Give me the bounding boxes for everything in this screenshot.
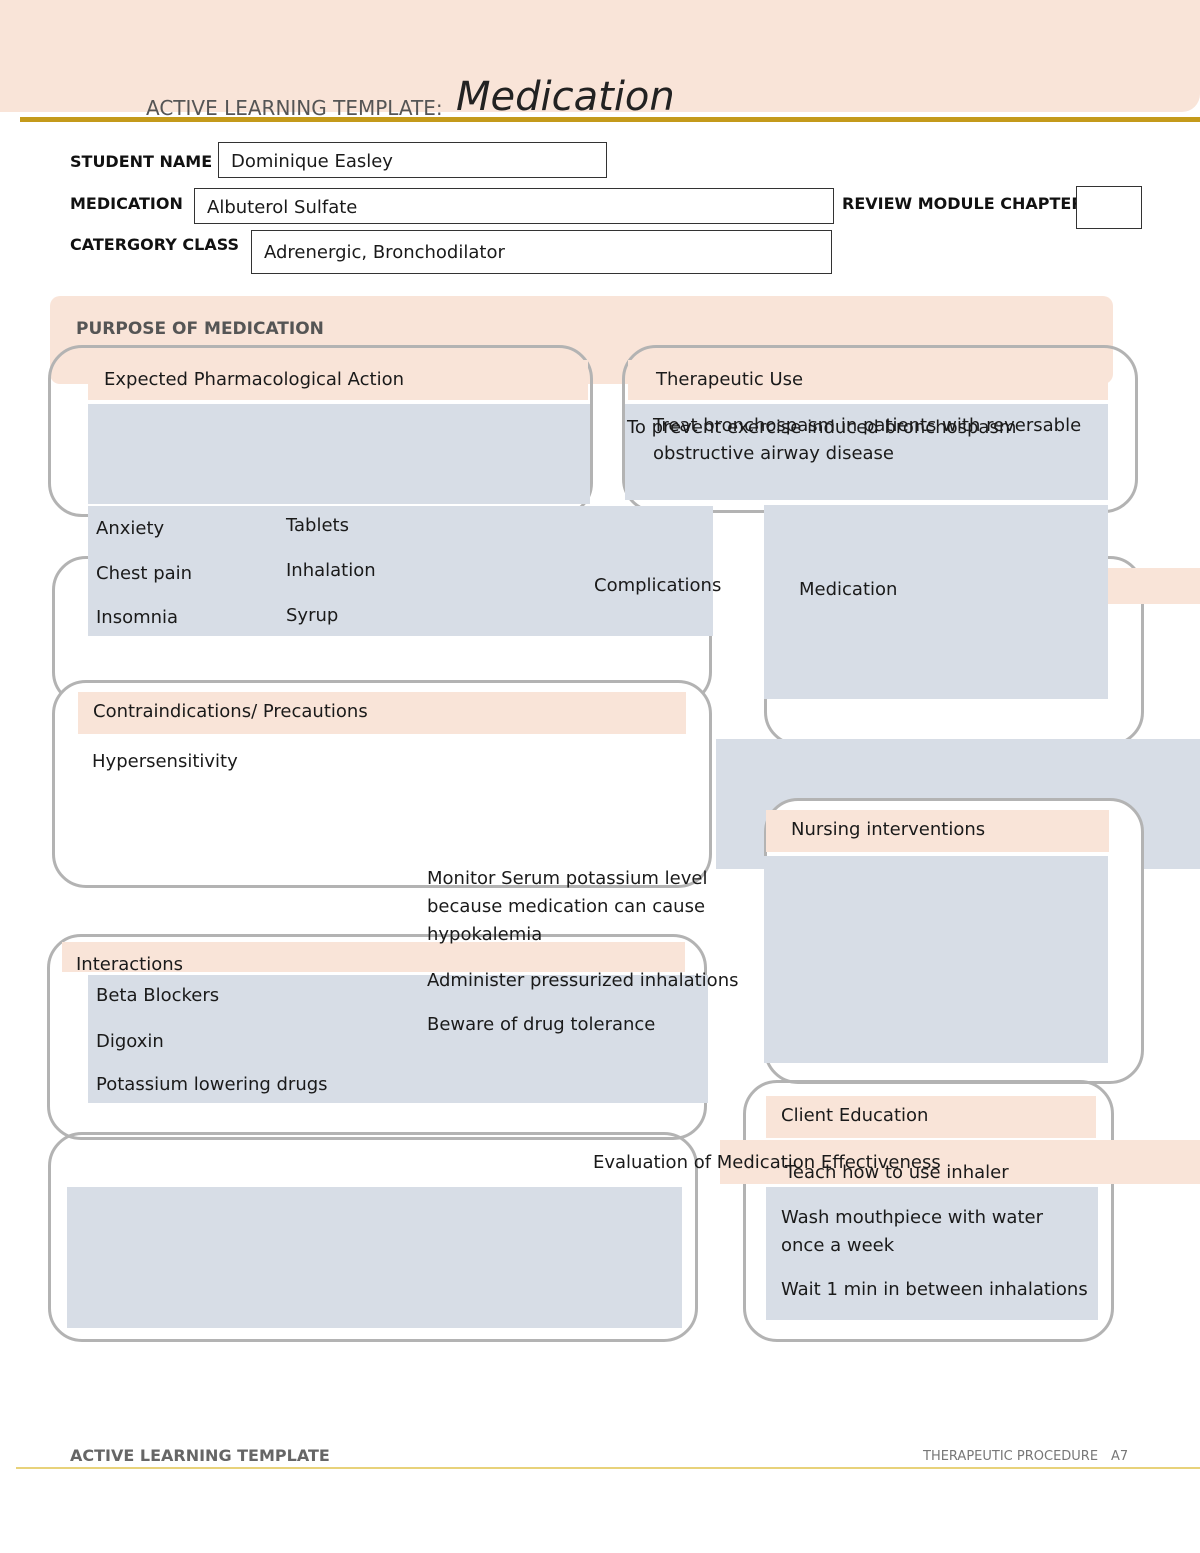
expected-action-content[interactable] [88, 404, 590, 504]
header-template-type: Medication [456, 74, 675, 120]
medication-field[interactable]: Albuterol Sulfate [194, 188, 834, 224]
therapeutic-use-content[interactable] [625, 404, 1108, 500]
interaction-item: Potassium lowering drugs [96, 1074, 328, 1095]
evaluation-label: Evaluation of Medication Effectiveness [593, 1152, 941, 1173]
medication-label: MEDICATION [70, 194, 183, 213]
medication-admin-stripe [1107, 568, 1200, 604]
client-education-line-3: once a week [781, 1235, 895, 1256]
student-name-field[interactable]: Dominique Easley [218, 142, 607, 178]
purpose-title: PURPOSE OF MEDICATION [76, 319, 324, 339]
complications-label: Complications [594, 575, 722, 596]
form-item: Inhalation [286, 560, 376, 581]
category-class-field[interactable]: Adrenergic, Bronchodilator [251, 230, 832, 274]
therapeutic-line-2: obstructive airway disease [653, 443, 895, 464]
therapeutic-line-1a: To prevent exercise induced bronchospasm [627, 417, 1017, 438]
side-effect-item: Insomnia [96, 607, 179, 628]
category-class-label: CATERGORY CLASS [70, 235, 240, 254]
nursing-interventions-header: Nursing interventions [766, 810, 1109, 852]
interactions-header [62, 942, 685, 972]
client-education-panel[interactable] [766, 1187, 1098, 1320]
evaluation-box [48, 1132, 698, 1342]
client-education-box [743, 1080, 1114, 1342]
contraindication-item: Hypersensitivity [92, 751, 238, 772]
footer-rule [16, 1467, 1200, 1469]
interactions-label: Interactions [76, 954, 184, 975]
evaluation-header-stripe [720, 1140, 1200, 1184]
nursing-line-4: Administer pressurized inhalations [427, 970, 739, 991]
side-effect-item: Chest pain [96, 563, 193, 584]
header-template-label: ACTIVE LEARNING TEMPLATE: [146, 96, 443, 120]
evaluation-panel[interactable] [67, 1187, 682, 1328]
client-education-header: Client Education [766, 1096, 1096, 1138]
interaction-item: Beta Blockers [96, 985, 220, 1006]
footer-template-label: ACTIVE LEARNING TEMPLATE [70, 1446, 330, 1465]
nursing-line-3: hypokalemia [427, 924, 543, 945]
nursing-line-1: Monitor Serum potassium level [427, 868, 708, 889]
client-education-line-1: Teach how to use inhaler [785, 1162, 1009, 1183]
nursing-line-2: because medication can cause [427, 896, 706, 917]
interaction-item: Digoxin [96, 1031, 164, 1052]
interactions-panel[interactable] [88, 975, 708, 1103]
footer-page-number: A7 [1111, 1449, 1129, 1464]
client-education-line-4: Wait 1 min in between inhalations [781, 1279, 1088, 1300]
nursing-line-5: Beware of drug tolerance [427, 1014, 656, 1035]
therapeutic-use-header: Therapeutic Use [628, 360, 1108, 400]
form-item: Tablets [286, 515, 349, 536]
header-rule [20, 117, 1200, 122]
top-banner [0, 0, 1200, 112]
review-module-field[interactable] [1076, 186, 1142, 229]
contraindications-header: Contraindications/ Precautions [78, 692, 686, 734]
expected-action-header: Expected Pharmacological Action [88, 360, 588, 400]
form-item: Syrup [286, 605, 339, 626]
student-name-label: STUDENT NAME [70, 152, 213, 171]
medication-admin-label: Medication [799, 579, 898, 600]
therapeutic-line-1b: Treat bronchospasm in patients with reve… [653, 415, 1082, 436]
side-effect-item: Anxiety [96, 518, 165, 539]
client-education-line-2: Wash mouthpiece with water [781, 1207, 1043, 1228]
footer-procedure-label: THERAPEUTIC PROCEDURE [923, 1449, 1099, 1464]
review-module-label: REVIEW MODULE CHAPTER [842, 194, 1084, 213]
nursing-interventions-panel[interactable] [764, 856, 1108, 1063]
side-effects-panel[interactable] [88, 506, 713, 636]
medication-admin-panel[interactable] [764, 505, 1108, 699]
